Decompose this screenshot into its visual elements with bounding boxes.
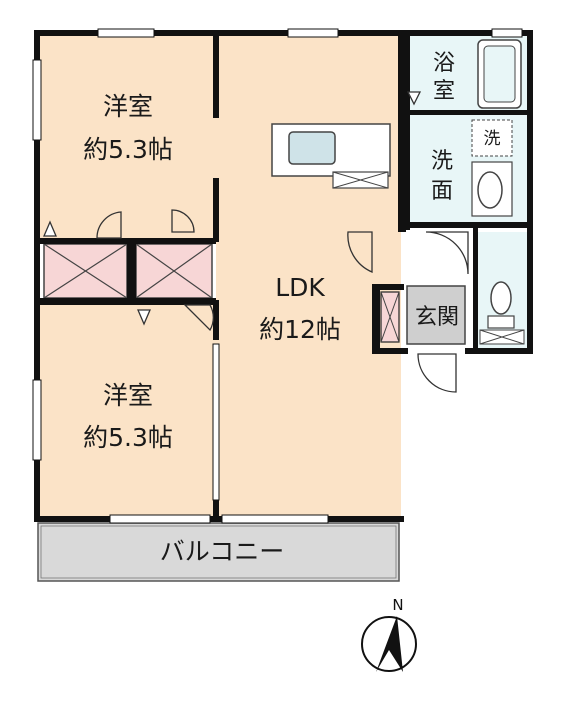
toilet-bowl xyxy=(490,281,512,315)
bath-label-line-1: 浴 xyxy=(433,51,455,76)
entrance-floor xyxy=(406,285,466,345)
western-room-bottom xyxy=(38,305,216,518)
bath-label-line-2: 室 xyxy=(433,79,455,104)
vanity-basin xyxy=(477,171,503,209)
balcony-inner xyxy=(40,525,397,579)
ldk-room xyxy=(216,34,401,518)
western-room-bottom-name: 洋室 xyxy=(103,381,153,410)
sink xyxy=(288,131,336,165)
bathtub-inner xyxy=(483,45,516,103)
washer-space xyxy=(471,119,513,157)
western-room-top-name: 洋室 xyxy=(103,92,153,121)
closet-right-cross-b xyxy=(135,243,213,299)
toilet-storage-cross-b xyxy=(479,329,525,345)
western-room-top xyxy=(38,34,216,240)
walls xyxy=(34,30,533,522)
balcony-label: バルコニー xyxy=(160,537,285,566)
western-room-bottom-size: 約5.3帖 xyxy=(83,423,173,452)
western-room-top-size: 約5.3帖 xyxy=(83,135,173,164)
washer-mark: 洗 xyxy=(484,129,501,149)
toilet-tank xyxy=(487,315,515,329)
shoe-closet-cross-b xyxy=(380,291,400,343)
fridge-space-cross-b xyxy=(332,171,389,189)
washroom-label-line-2: 面 xyxy=(431,179,453,204)
ldk-size: 約12帖 xyxy=(259,315,341,344)
compass-needle xyxy=(376,616,403,672)
washroom-label-line-1: 洗 xyxy=(431,149,453,174)
doors xyxy=(43,91,469,393)
ldk-name: LDK xyxy=(275,273,325,302)
balcony xyxy=(37,522,400,582)
compass: N xyxy=(361,596,417,672)
windows xyxy=(32,28,523,524)
entrance-label: 玄関 xyxy=(415,305,459,330)
compass-label: N xyxy=(392,596,403,614)
closet-left-cross-b xyxy=(43,243,128,299)
